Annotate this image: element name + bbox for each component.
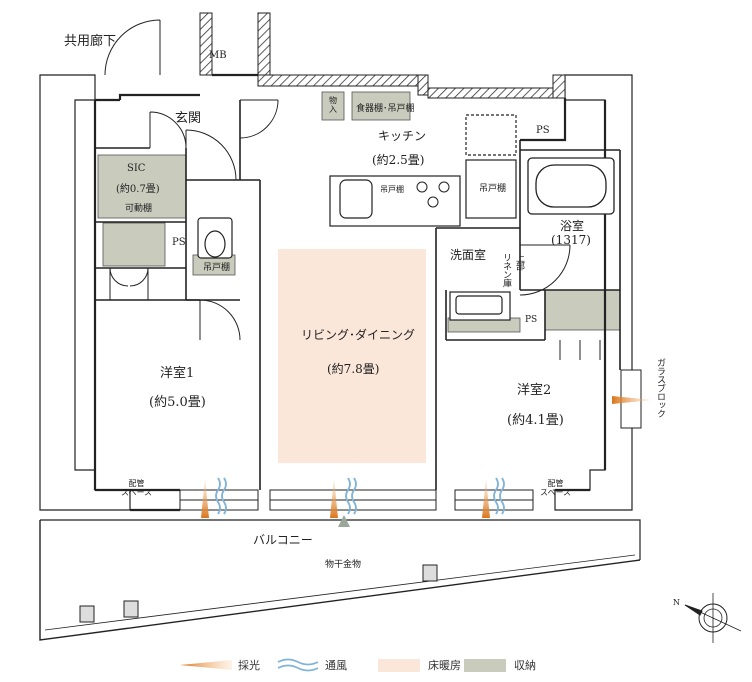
pipe-space-right: 配管 スペース [540, 479, 572, 497]
corridor-label: 共用廊下 [64, 34, 117, 49]
kitchen-size: (約2.5畳) [372, 153, 425, 167]
washroom-label: 洗面室 [450, 248, 487, 262]
compass-n-label: N [673, 598, 680, 607]
entrance-label: 玄関 [175, 111, 202, 126]
legend-ventilation-label: 通風 [325, 659, 347, 672]
doors [104, 19, 601, 360]
washbasin [449, 291, 511, 321]
room2-label: 洋室2 [517, 383, 552, 398]
toilet-shelf-label: 吊戸棚 [203, 263, 231, 273]
ventilation-icon [215, 477, 505, 515]
balcony-label: バルコニー [253, 533, 313, 547]
laundry-label: 物干金物 [325, 560, 362, 570]
daylight-icon [201, 396, 652, 518]
legend-swatches [180, 658, 506, 672]
floor-heating-area [278, 249, 426, 463]
room1-size: (約5.0畳) [149, 395, 206, 410]
bathtub [527, 157, 615, 215]
sic-label: SIC [127, 163, 146, 174]
room2-size: (約4.1畳) [507, 413, 564, 428]
bath-label: 浴室 [560, 219, 585, 233]
ldk-label: リビング･ダイニング [301, 328, 416, 342]
storage-label: 物入 [329, 96, 337, 114]
pipe-space-left: 配管 スペース [121, 479, 153, 497]
legend: 採光 通風 床暖房 収納 [0, 653, 752, 677]
balcony-outline [39, 519, 641, 641]
ps-wash-label: PS [525, 315, 538, 325]
mb-label: MB [209, 50, 227, 61]
kitchen-counter [329, 114, 517, 227]
sic-size: (約0.7畳) [116, 184, 160, 195]
toilet [197, 217, 233, 259]
legend-floor-heating-label: 床暖房 [428, 659, 461, 672]
bath-size: (1317) [551, 233, 591, 247]
ps-left-label: PS [172, 237, 186, 248]
ps-top-label: PS [536, 125, 550, 136]
kitchen-cabinet-label: 食器棚･吊戸棚 [356, 104, 415, 114]
kitchen-shelf-right-label: 吊戸棚 [479, 184, 507, 194]
legend-storage-label: 収納 [514, 659, 536, 672]
legend-daylight-label: 採光 [238, 659, 260, 672]
kitchen-label: キッチン [378, 129, 427, 143]
glass-block-label: ガラスブロック [655, 358, 665, 418]
compass-icon [684, 593, 742, 643]
hatched-walls [199, 12, 566, 99]
linen-shelf-label: 上部 リネン庫 [501, 253, 524, 287]
room1-label: 洋室1 [160, 366, 195, 381]
balcony-posts [79, 564, 438, 623]
movable-shelf-label: 可動棚 [125, 204, 153, 214]
ldk-size: (約7.8畳) [327, 362, 380, 376]
stove-icon [416, 181, 450, 208]
ventilation-marker [338, 515, 350, 527]
kitchen-shelf-label: 吊戸棚 [380, 185, 404, 194]
